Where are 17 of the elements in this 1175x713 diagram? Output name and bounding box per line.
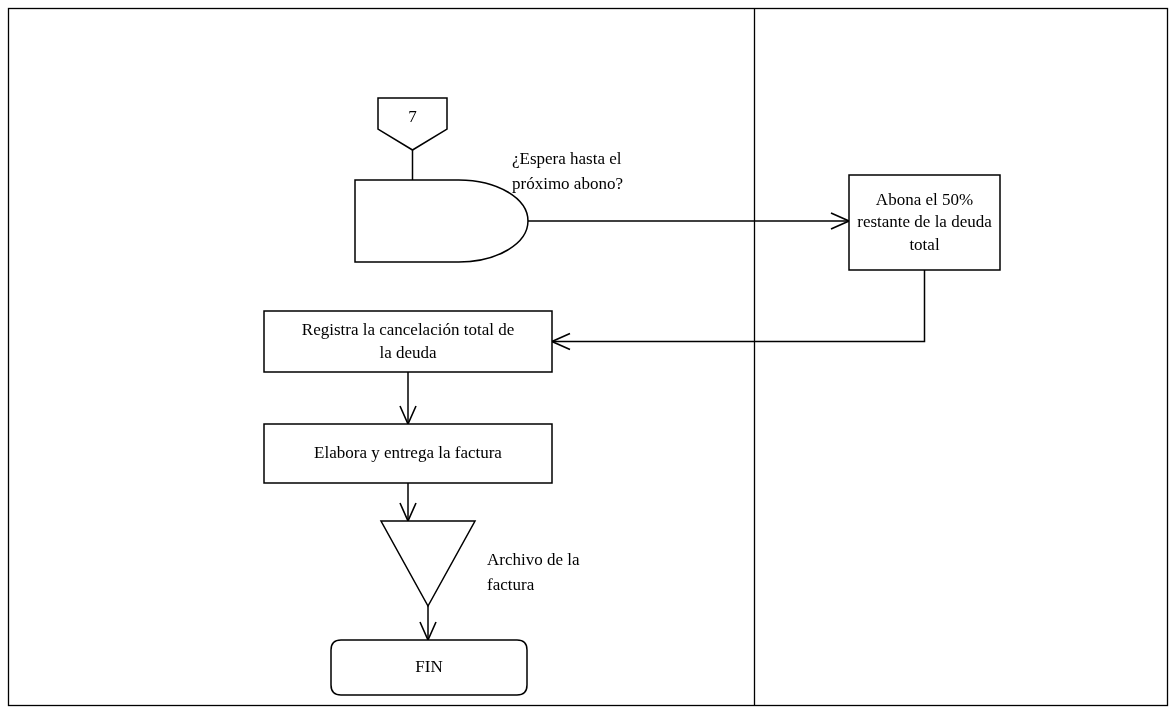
node-caption: ¿Espera hasta el próximo abono? — [512, 148, 624, 195]
arrow — [527, 212, 850, 230]
node-text: Registra la cancelación total de la deuda — [300, 319, 516, 364]
process-box — [264, 311, 552, 372]
node-text: Elabora y entrega la factura — [314, 442, 502, 465]
arrow — [399, 371, 417, 425]
process-box — [849, 175, 1000, 270]
off-page-connector — [378, 98, 447, 150]
archive-triangle — [381, 521, 475, 606]
terminator-box — [331, 640, 527, 695]
process-box — [264, 424, 552, 483]
node-caption: Archivo de la factura — [487, 549, 581, 596]
node-text: Abona el 50% restante de la deuda total — [856, 189, 993, 256]
arrow — [419, 605, 437, 641]
arrow — [399, 482, 417, 522]
node-text: 7 — [408, 105, 417, 128]
node-text: FIN — [415, 656, 443, 679]
